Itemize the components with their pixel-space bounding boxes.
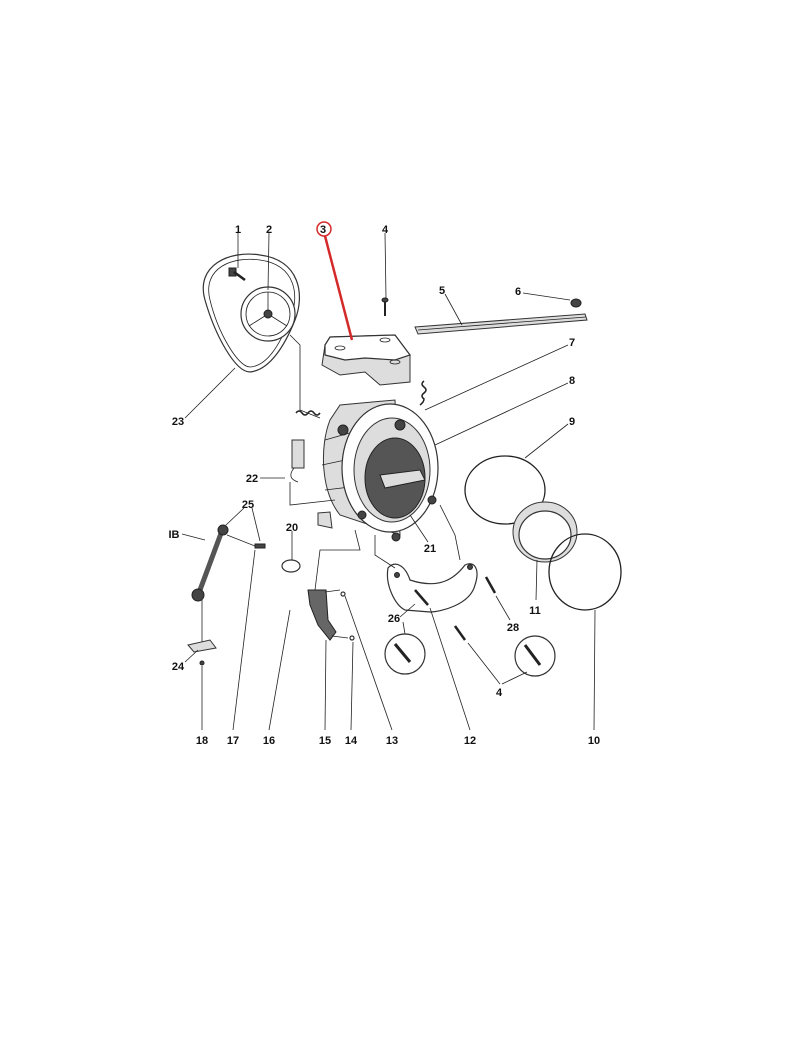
label-6[interactable]: 6: [515, 286, 521, 298]
label-ib[interactable]: IB: [169, 529, 180, 541]
damper-clip: [290, 439, 305, 483]
part-labels: 1 2 3 4 5 6 7 8 9 23 22 25 IB 20 21 24 2…: [169, 224, 601, 747]
label-4[interactable]: 4: [382, 224, 389, 236]
label-13[interactable]: 13: [386, 735, 398, 747]
label-24[interactable]: 24: [172, 661, 185, 673]
label-12[interactable]: 12: [464, 735, 476, 747]
bracket: [386, 563, 478, 613]
label-11[interactable]: 11: [529, 605, 541, 617]
label-18[interactable]: 18: [196, 735, 208, 747]
ring-9: [464, 455, 546, 525]
label-10[interactable]: 10: [588, 735, 600, 747]
label-28[interactable]: 28: [507, 622, 519, 634]
ring-10: [548, 533, 622, 611]
pulley-bolt: [228, 267, 246, 282]
ring-11: [512, 501, 578, 563]
label-25[interactable]: 25: [242, 499, 254, 511]
label-26[interactable]: 26: [388, 613, 400, 625]
screw-4-top: [381, 297, 389, 316]
hose: [281, 559, 355, 641]
tub: [321, 399, 439, 542]
shock-absorber: [187, 524, 266, 666]
label-4-bottom[interactable]: 4: [496, 687, 503, 699]
label-1[interactable]: 1: [235, 224, 241, 236]
counterweight: [321, 334, 411, 386]
label-17[interactable]: 17: [227, 735, 239, 747]
clip-part: [317, 511, 333, 529]
label-9[interactable]: 9: [569, 416, 575, 428]
rail: [414, 313, 588, 335]
pulley: [240, 286, 296, 342]
label-5[interactable]: 5: [439, 285, 445, 297]
label-7[interactable]: 7: [569, 337, 575, 349]
label-23[interactable]: 23: [172, 416, 184, 428]
label-20[interactable]: 20: [286, 522, 298, 534]
label-2[interactable]: 2: [266, 224, 272, 236]
label-21[interactable]: 21: [424, 543, 436, 555]
screws: [384, 576, 556, 677]
label-8[interactable]: 8: [569, 375, 575, 387]
label-16[interactable]: 16: [263, 735, 275, 747]
label-3[interactable]: 3: [320, 224, 326, 236]
label-15[interactable]: 15: [319, 735, 331, 747]
highlight-leader: [323, 235, 354, 341]
label-22[interactable]: 22: [246, 473, 258, 485]
highlight-circle: [316, 221, 332, 237]
cap: [570, 298, 582, 308]
leader-lines: [181, 232, 596, 731]
label-14[interactable]: 14: [345, 735, 358, 747]
